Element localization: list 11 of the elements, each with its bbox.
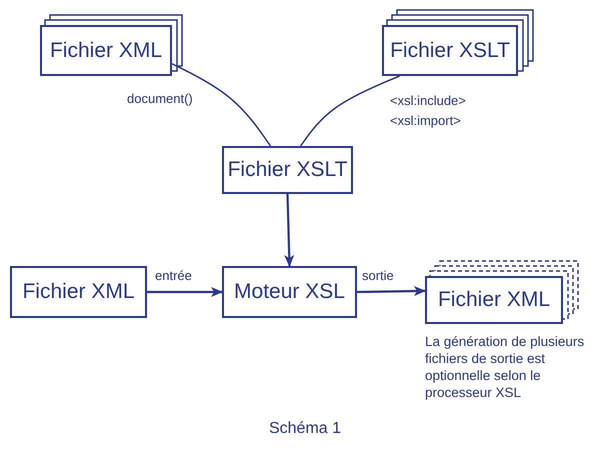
note-text: La génération de plusieurs fichiers de sortie est optionnelle selon le processeur XSL xyxy=(425,334,586,402)
arrow xyxy=(356,286,426,296)
file-box: Fichier XML xyxy=(425,276,563,324)
file-box: Fichier XSLT xyxy=(222,146,353,194)
file-box: Fichier XML xyxy=(10,266,147,318)
arrow xyxy=(147,287,223,297)
caption: Schéma 1 xyxy=(268,420,342,438)
file-box: Fichier XML xyxy=(40,25,172,76)
file-box: Moteur XSL xyxy=(222,266,357,318)
arrow xyxy=(284,194,294,267)
file-box: Fichier XSLT xyxy=(382,25,518,76)
